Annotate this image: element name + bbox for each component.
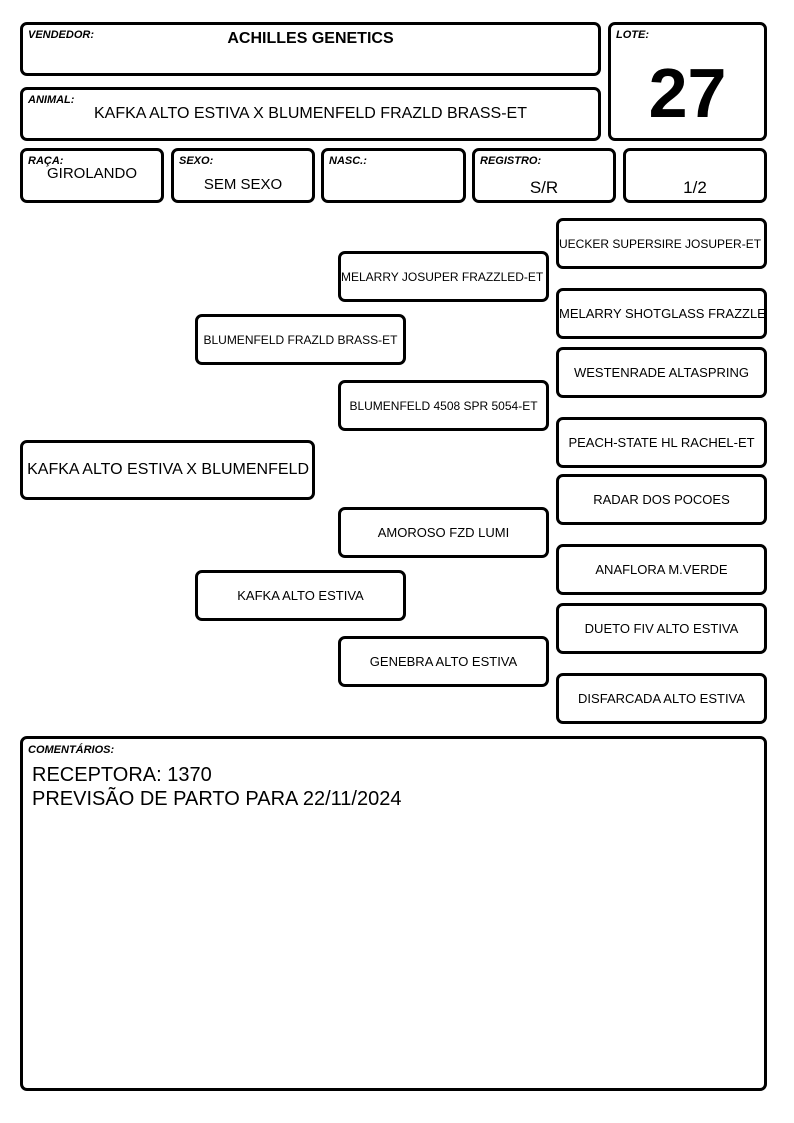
pedigree-ggp: RADAR DOS POCOES [556,474,767,525]
pedigree-ggp: PEACH-STATE HL RACHEL-ET [556,417,767,468]
pedigree-animal-name: KAFKA ALTO ESTIVA X BLUMENFELD [27,461,309,478]
pedigree-ggp-name: DUETO FIV ALTO ESTIVA [584,621,739,636]
raca-box: RAÇA: GIROLANDO [20,148,164,203]
lote-box: LOTE: 27 [608,22,767,141]
pedigree-ggp-name: UECKER SUPERSIRE JOSUPER-ET [559,236,762,251]
animal-label: ANIMAL: [28,94,75,106]
pedigree-sire-name: BLUMENFELD FRAZLD BRASS-ET [203,332,398,347]
pedigree-dam-dam-name: GENEBRA ALTO ESTIVA [369,654,518,669]
pedigree-ggp: UECKER SUPERSIRE JOSUPER-ET [556,218,767,269]
nasc-box: NASC.: [321,148,466,203]
nasc-label: NASC.: [329,155,367,167]
pedigree-sire-dam-name: BLUMENFELD 4508 SPR 5054-ET [349,398,538,413]
sexo-value: SEM SEXO [203,176,283,193]
sexo-label: SEXO: [179,155,214,167]
sexo-box: SEXO: SEM SEXO [171,148,315,203]
comments-label: COMENTÁRIOS: [28,744,115,756]
comments-line-receptora: RECEPTORA: 1370 [32,764,212,786]
fracao-value: 1/2 [683,178,707,197]
raca-label: RAÇA: [28,155,64,167]
animal-value: KAFKA ALTO ESTIVA X BLUMENFELD FRAZLD BR… [93,105,527,122]
vendedor-box: VENDEDOR: ACHILLES GENETICS [20,22,601,76]
pedigree-ggp-name: WESTENRADE ALTASPRING [573,365,750,380]
registro-value: S/R [529,178,559,197]
vendedor-value: ACHILLES GENETICS [227,30,394,47]
lote-label: LOTE: [616,29,649,41]
pedigree-ggp: DUETO FIV ALTO ESTIVA [556,603,767,654]
pedigree-sire-sire: MELARRY JOSUPER FRAZZLED-ET [338,251,549,302]
pedigree-sire-sire-name: MELARRY JOSUPER FRAZZLED-ET [341,269,544,284]
pedigree-ggp-name: RADAR DOS POCOES [593,492,730,507]
lote-number: 27 [648,54,727,132]
pedigree-sire-dam: BLUMENFELD 4508 SPR 5054-ET [338,380,549,431]
pedigree-dam: KAFKA ALTO ESTIVA [195,570,406,621]
pedigree-dam-dam: GENEBRA ALTO ESTIVA [338,636,549,687]
pedigree-sire: BLUMENFELD FRAZLD BRASS-ET [195,314,406,365]
registro-box: REGISTRO: S/R [472,148,616,203]
pedigree-ggp-name: MELARRY SHOTGLASS FRAZZLE [559,306,766,321]
pedigree-ggp: ANAFLORA M.VERDE [556,544,767,595]
comments-box: COMENTÁRIOS: RECEPTORA: 1370 PREVISÃO DE… [20,736,767,1091]
raca-value: GIROLANDO [46,165,137,182]
comments-text: RECEPTORA: 1370 PREVISÃO DE PARTO PARA 2… [32,763,401,811]
pedigree-animal: KAFKA ALTO ESTIVA X BLUMENFELD [20,440,315,500]
pedigree-dam-sire: AMOROSO FZD LUMI [338,507,549,558]
pedigree-ggp-name: DISFARCADA ALTO ESTIVA [578,691,745,706]
fracao-box: 1/2 [623,148,767,203]
pedigree-ggp: MELARRY SHOTGLASS FRAZZLE [556,288,767,339]
registro-label: REGISTRO: [480,155,542,167]
animal-box: ANIMAL: KAFKA ALTO ESTIVA X BLUMENFELD F… [20,87,601,141]
pedigree-ggp: WESTENRADE ALTASPRING [556,347,767,398]
pedigree-ggp-name: PEACH-STATE HL RACHEL-ET [568,435,755,450]
pedigree-ggp: DISFARCADA ALTO ESTIVA [556,673,767,724]
pedigree-dam-sire-name: AMOROSO FZD LUMI [377,525,510,540]
pedigree-dam-name: KAFKA ALTO ESTIVA [237,588,364,603]
pedigree-ggp-name: ANAFLORA M.VERDE [595,562,728,577]
comments-line-parto: PREVISÃO DE PARTO PARA 22/11/2024 [32,788,402,810]
vendedor-label: VENDEDOR: [28,29,95,41]
